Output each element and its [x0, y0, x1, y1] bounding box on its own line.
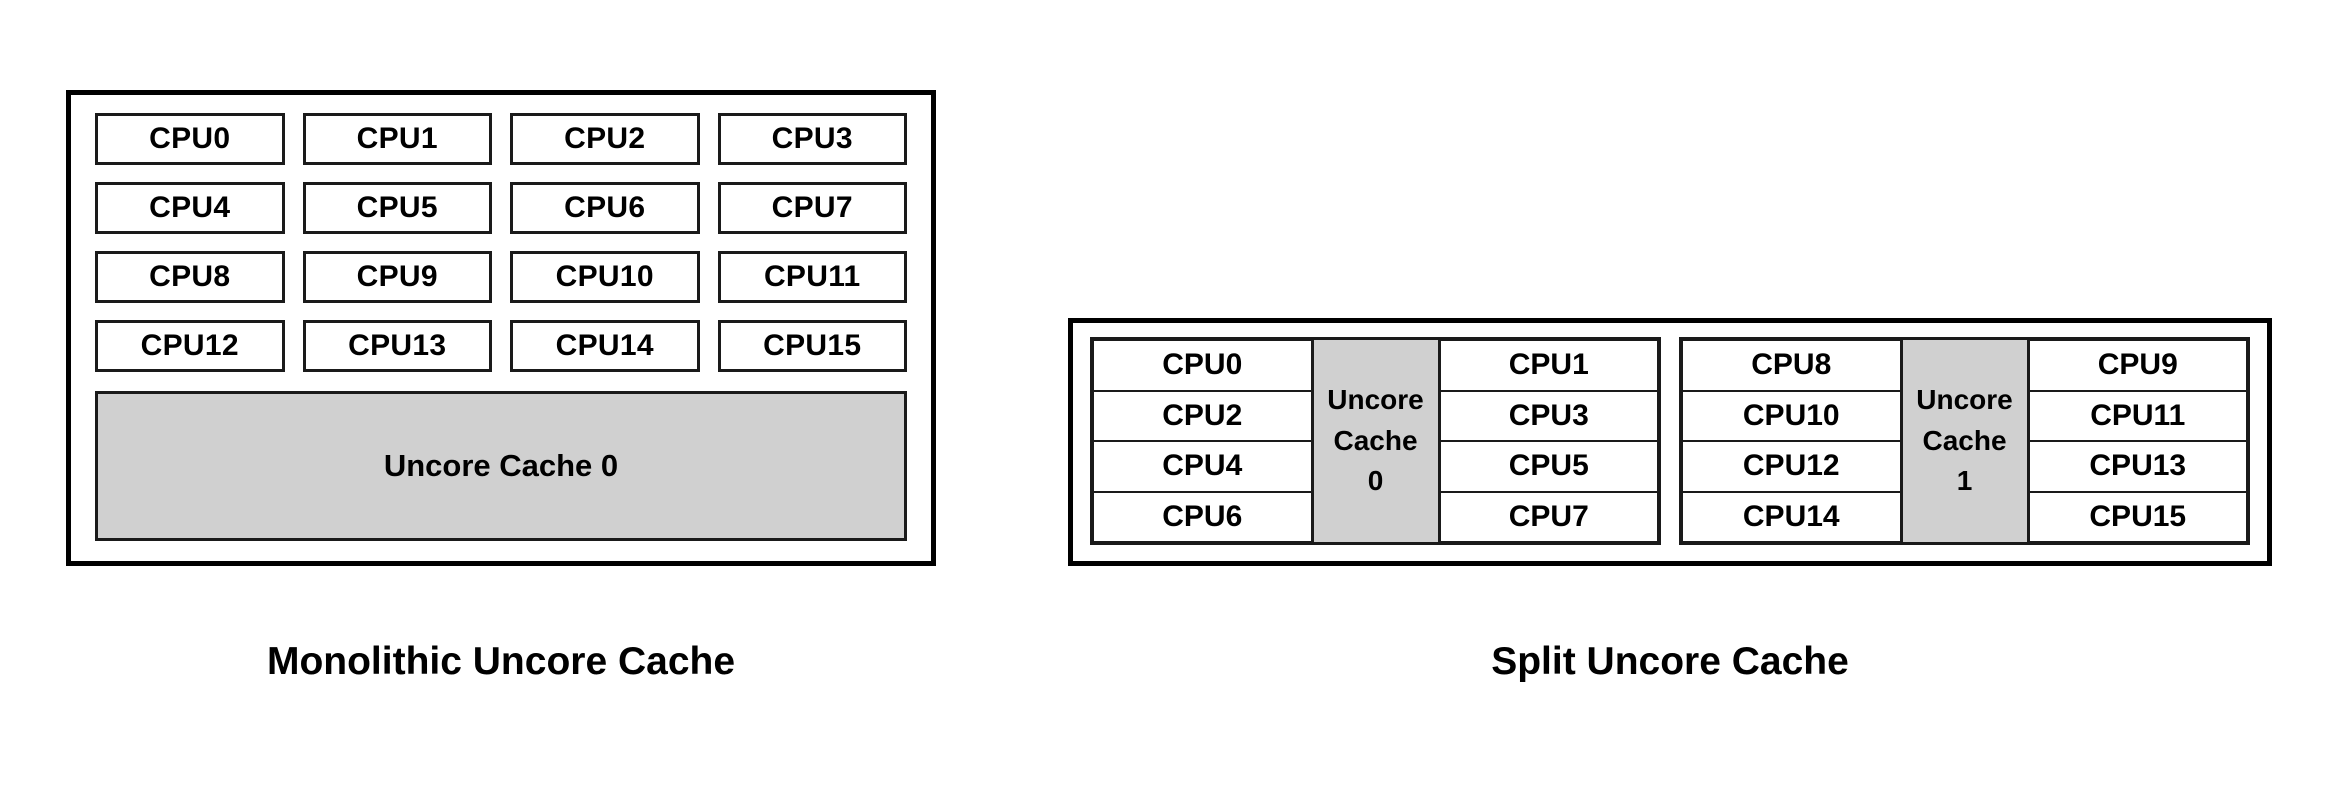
- cpu-box-7: CPU7: [717, 182, 907, 234]
- uncore-cache-0-block: Uncore Cache 0: [95, 391, 907, 541]
- split-cpu-cell-0-left-1: CPU2: [1092, 389, 1313, 442]
- monolithic-package-frame: CPU0 CPU1 CPU2 CPU3 CPU4 CPU5 CPU6 CPU7 …: [66, 90, 936, 566]
- split-cpu-cell-1-right-1: CPU11: [2027, 389, 2248, 442]
- cpu-box-10: CPU10: [510, 251, 700, 303]
- uncore-cache-0-line-3: 0: [1367, 465, 1384, 497]
- split-cpu-cell-1-left-3: CPU14: [1681, 490, 1902, 543]
- cpu-box-8: CPU8: [95, 251, 285, 303]
- split-cluster-1-right-cpu-column: CPU9 CPU11 CPU13 CPU15: [2027, 339, 2248, 543]
- uncore-cache-0-line-2: Cache: [1333, 424, 1418, 456]
- uncore-cache-1-line-2: Cache: [1922, 424, 2007, 456]
- cpu-box-1: CPU1: [302, 113, 492, 165]
- split-cluster-1-left-cpu-column: CPU8 CPU10 CPU12 CPU14: [1681, 339, 1902, 543]
- split-cpu-cell-1-right-0: CPU9: [2027, 339, 2248, 392]
- uncore-cache-1-line-3: 1: [1956, 465, 1973, 497]
- cpu-box-14: CPU14: [510, 320, 700, 372]
- cpu-box-3: CPU3: [717, 113, 907, 165]
- uncore-cache-0-split-block: Uncore Cache 0: [1311, 340, 1440, 542]
- split-package-contents: CPU0 CPU2 CPU4 CPU6 Uncore Cache 0 CPU1 …: [1090, 337, 2250, 545]
- split-cluster-0: CPU0 CPU2 CPU4 CPU6 Uncore Cache 0 CPU1 …: [1090, 337, 1661, 545]
- monolithic-package-contents: CPU0 CPU1 CPU2 CPU3 CPU4 CPU5 CPU6 CPU7 …: [95, 113, 907, 541]
- split-cpu-cell-0-right-2: CPU5: [1438, 440, 1659, 493]
- split-cpu-cell-0-right-1: CPU3: [1438, 389, 1659, 442]
- split-uncore-cache-figure: CPU0 CPU2 CPU4 CPU6 Uncore Cache 0 CPU1 …: [1068, 318, 2272, 566]
- cpu-box-5: CPU5: [302, 182, 492, 234]
- split-package-frame: CPU0 CPU2 CPU4 CPU6 Uncore Cache 0 CPU1 …: [1068, 318, 2272, 566]
- split-cluster-1: CPU8 CPU10 CPU12 CPU14 Uncore Cache 1 CP…: [1679, 337, 2250, 545]
- cpu-box-13: CPU13: [302, 320, 492, 372]
- split-cpu-cell-0-left-0: CPU0: [1092, 339, 1313, 392]
- split-cpu-cell-1-left-0: CPU8: [1681, 339, 1902, 392]
- cpu-box-2: CPU2: [510, 113, 700, 165]
- monolithic-uncore-cache-figure: CPU0 CPU1 CPU2 CPU3 CPU4 CPU5 CPU6 CPU7 …: [66, 90, 936, 566]
- split-cpu-cell-0-left-3: CPU6: [1092, 490, 1313, 543]
- cpu-box-12: CPU12: [95, 320, 285, 372]
- cpu-box-6: CPU6: [510, 182, 700, 234]
- split-cpu-cell-1-left-1: CPU10: [1681, 389, 1902, 442]
- split-cpu-cell-1-left-2: CPU12: [1681, 440, 1902, 493]
- cpu-box-15: CPU15: [717, 320, 907, 372]
- cpu-box-9: CPU9: [302, 251, 492, 303]
- uncore-cache-1-line-1: Uncore: [1916, 384, 2013, 416]
- split-cpu-cell-1-right-3: CPU15: [2027, 490, 2248, 543]
- split-cluster-0-right-cpu-column: CPU1 CPU3 CPU5 CPU7: [1438, 339, 1659, 543]
- cpu-box-4: CPU4: [95, 182, 285, 234]
- cpu-box-11: CPU11: [717, 251, 907, 303]
- monolithic-figure-caption: Monolithic Uncore Cache: [266, 640, 736, 683]
- split-cpu-cell-0-right-3: CPU7: [1438, 490, 1659, 543]
- split-cpu-cell-0-right-0: CPU1: [1438, 339, 1659, 392]
- uncore-cache-0-line-1: Uncore: [1327, 384, 1424, 416]
- split-figure-caption: Split Uncore Cache: [1491, 640, 1849, 683]
- monolithic-cpu-grid: CPU0 CPU1 CPU2 CPU3 CPU4 CPU5 CPU6 CPU7 …: [95, 113, 907, 372]
- uncore-cache-1-split-block: Uncore Cache 1: [1900, 340, 2029, 542]
- split-cpu-cell-0-left-2: CPU4: [1092, 440, 1313, 493]
- split-cpu-cell-1-right-2: CPU13: [2027, 440, 2248, 493]
- split-cluster-0-left-cpu-column: CPU0 CPU2 CPU4 CPU6: [1092, 339, 1313, 543]
- cpu-box-0: CPU0: [95, 113, 285, 165]
